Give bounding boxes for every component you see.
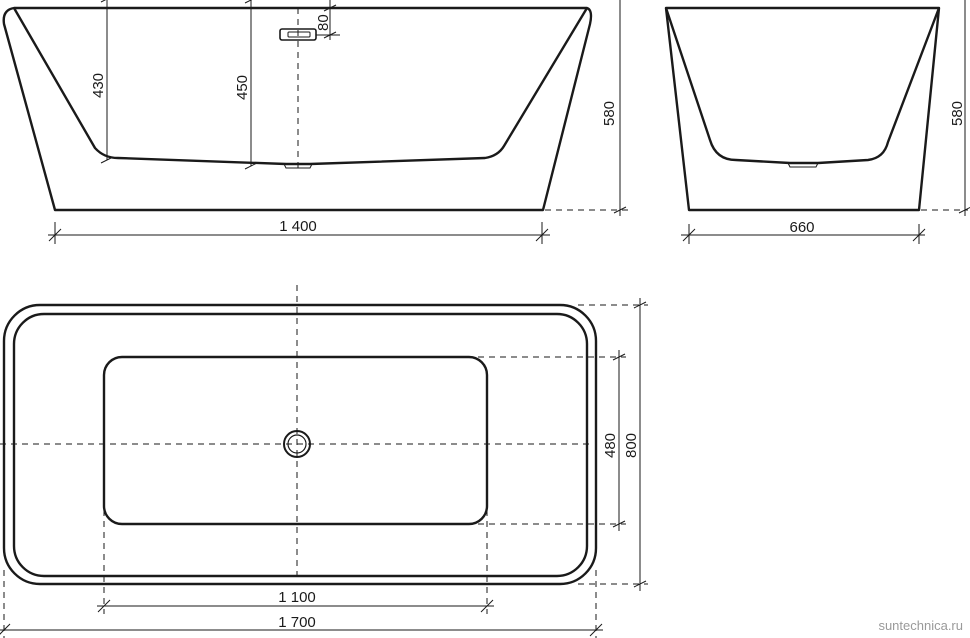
plan-inner-rim [12,312,589,578]
end-view: 580 660 [664,0,970,244]
dim-label-580-end: 580 [949,101,966,126]
dim-label-80: 80 [315,14,332,31]
end-view-inner-basin [664,7,941,165]
dim-label-1400: 1 400 [279,218,317,235]
dim-label-430: 430 [90,73,107,98]
plan-basin-floor [102,355,489,526]
side-view-outer-shell [2,6,593,212]
plan-view: 480 800 1 100 1 700 [0,285,648,638]
side-view: 430 450 80 580 1 400 [2,0,628,244]
dim-label-450: 450 [234,75,251,100]
end-view-outer-shell [664,6,941,212]
dim-label-480: 480 [602,433,619,458]
dim-label-660: 660 [789,219,814,236]
watermark: suntechnica.ru [878,618,963,633]
dim-label-800: 800 [623,433,640,458]
dim-label-1100: 1 100 [278,589,316,606]
dim-label-1700: 1 700 [278,614,316,631]
dim-label-580-side: 580 [601,101,618,126]
